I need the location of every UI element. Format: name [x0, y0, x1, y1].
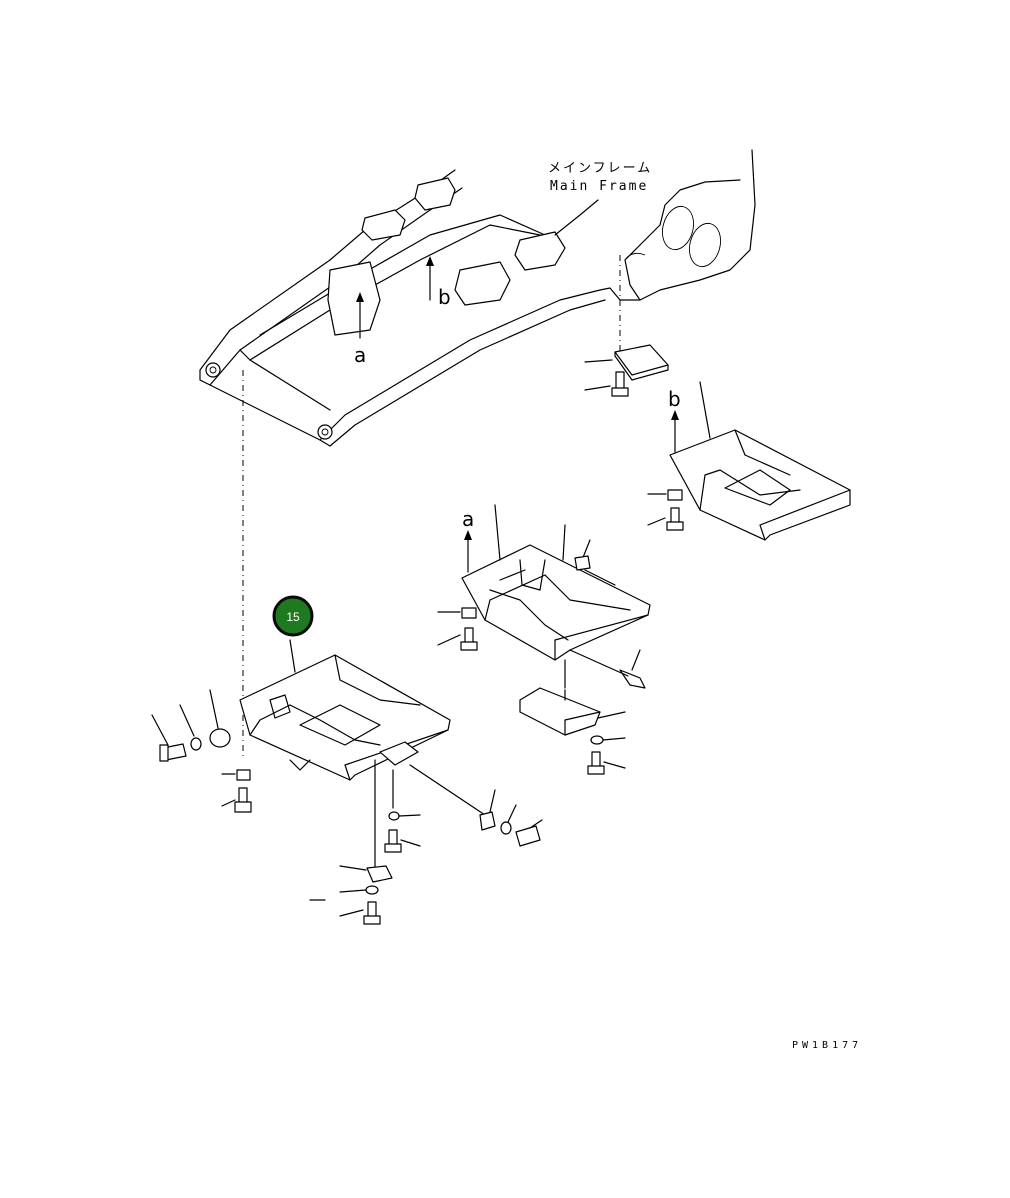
guard-box: [519, 659, 626, 775]
callout-number: 15: [286, 610, 300, 624]
arrow-b-label-top: b: [438, 285, 451, 309]
bottom-fasteners: [309, 759, 421, 925]
arrow-b-label-right: b: [668, 387, 681, 411]
right-lower-fasteners: [479, 789, 543, 847]
main-frame-label-en: Main Frame: [550, 179, 648, 194]
drawing-code: PW1B177: [792, 1040, 862, 1051]
main-frame-label-jp: メインフレーム: [548, 161, 652, 176]
under-cover-b: [647, 381, 851, 541]
cover-plate: [584, 344, 669, 397]
under-cover-a: [437, 504, 651, 689]
arrow-a-label-center: a: [462, 507, 474, 531]
under-cover-15: [239, 639, 486, 816]
arrow-a-label-top: a: [354, 343, 366, 367]
callout-badge-15[interactable]: 15: [272, 595, 314, 637]
left-fasteners: [151, 689, 252, 813]
main-frame: [199, 149, 756, 447]
